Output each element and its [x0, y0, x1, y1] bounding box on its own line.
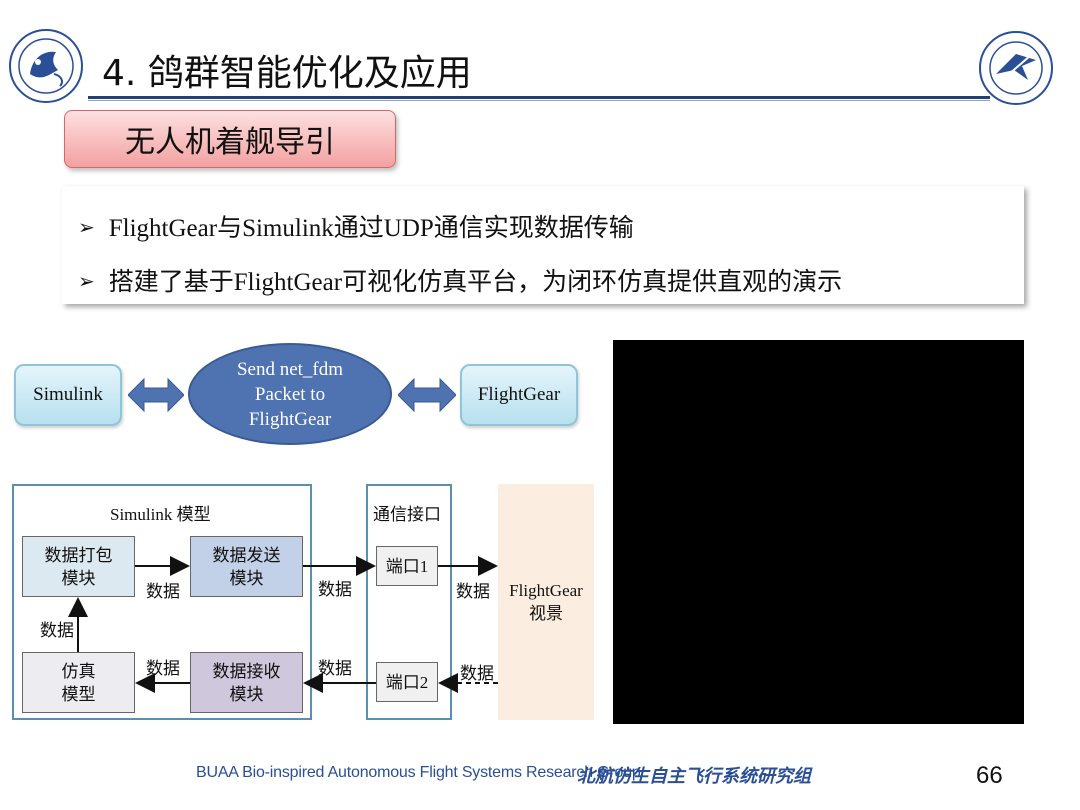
node-line: 模型 [61, 684, 96, 704]
edge-label: 数据 [146, 659, 180, 678]
page-title: 4. 鸽群智能优化及应用 [102, 53, 472, 94]
send-packet-ellipse: Send net_fdm Packet to FlightGear [188, 343, 392, 445]
bullet-text: 搭建了基于FlightGear可视化仿真平台，为闭环仿真提供直观的演示 [108, 269, 843, 296]
edge-label: 数据 [318, 580, 352, 599]
lab-logo-icon [8, 28, 84, 104]
flow-arrows [68, 556, 498, 693]
node-line: 视景 [529, 604, 563, 623]
receive-data-block: 数据接收模块 [190, 652, 303, 713]
page-number: 66 [976, 762, 1003, 789]
ellipse-line: Packet to [254, 383, 326, 405]
ellipse-line: Send net_fdm [236, 358, 344, 380]
footer-group-english: BUAA Bio-inspired Autonomous Flight Syst… [196, 764, 641, 781]
simulink-model-group [12, 484, 312, 720]
bullet-item: ➢ FlightGear与Simulink通过UDP通信实现数据传输 [78, 208, 634, 244]
port-1-block: 端口1 [376, 546, 438, 586]
header-rule-thin [88, 100, 990, 101]
header-rule [88, 96, 990, 99]
comm-interface-group [366, 484, 452, 720]
simulink-box: Simulink [14, 364, 122, 426]
university-logo-icon [978, 30, 1054, 106]
double-arrow-icon [128, 377, 184, 413]
section-tag: 无人机着舰导引 [64, 110, 396, 168]
video-placeholder[interactable] [613, 340, 1024, 724]
port-2-block: 端口2 [376, 662, 438, 702]
bullet-panel [62, 186, 1024, 304]
node-line: 模块 [61, 568, 96, 588]
node-line: 数据发送 [212, 545, 281, 565]
pack-data-block: 数据打包模块 [22, 536, 135, 597]
bullet-arrow-icon: ➢ [78, 215, 95, 239]
node-line: 模块 [229, 684, 264, 704]
bullet-item: ➢ 搭建了基于FlightGear可视化仿真平台，为闭环仿真提供直观的演示 [78, 262, 842, 298]
node-line: 仿真 [61, 661, 96, 681]
bullet-arrow-icon: ➢ [78, 269, 95, 293]
simulink-group-label: Simulink 模型 [110, 505, 211, 524]
comm-group-label: 通信接口 [373, 505, 441, 524]
flightgear-view-block: FlightGear 视景 [498, 484, 594, 720]
ellipse-line: FlightGear [248, 408, 332, 430]
send-data-block: 数据发送模块 [190, 536, 303, 597]
edge-label: 数据 [146, 582, 180, 601]
node-line: 模块 [229, 568, 264, 588]
node-line: 数据接收 [212, 661, 281, 681]
edge-label: 数据 [460, 664, 494, 683]
double-arrow-icon [398, 377, 456, 413]
node-line: 数据打包 [44, 545, 113, 565]
bullet-text: FlightGear与Simulink通过UDP通信实现数据传输 [108, 215, 634, 242]
footer-group-chinese: 北航仿生自主飞行系统研究组 [577, 766, 811, 787]
flightgear-box: FlightGear [460, 364, 578, 426]
edge-label: 数据 [40, 621, 74, 640]
simulation-model-block: 仿真模型 [22, 652, 135, 713]
edge-label: 数据 [318, 659, 352, 678]
node-line: FlightGear [509, 581, 583, 600]
edge-label: 数据 [456, 582, 490, 601]
